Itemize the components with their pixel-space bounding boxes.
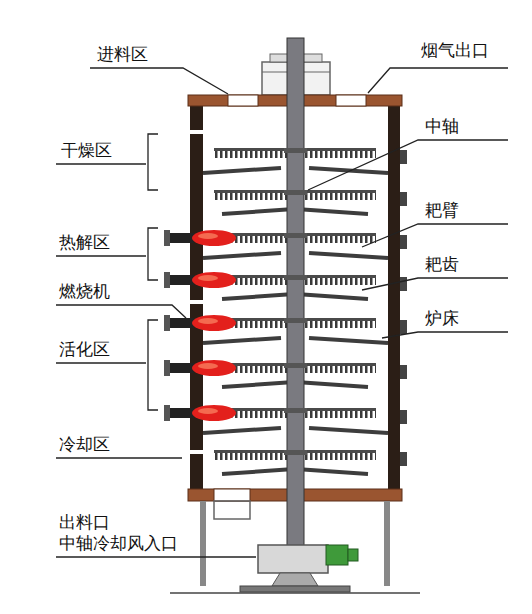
label-holder: 炉床 bbox=[424, 308, 460, 328]
bottom-drive bbox=[170, 545, 420, 593]
label-holder: 燃烧机 bbox=[58, 281, 111, 301]
part-label: 冷却区 bbox=[58, 434, 111, 454]
leader-lines bbox=[56, 68, 508, 557]
part-label: 耙臂 bbox=[424, 200, 460, 220]
part-label: 出料口 bbox=[58, 512, 111, 532]
label-holder: 烟气出口 bbox=[420, 40, 490, 60]
label-holder: 耙臂 bbox=[424, 200, 460, 220]
right-wall bbox=[388, 105, 407, 490]
part-label: 干燥区 bbox=[60, 140, 113, 160]
center-shaft bbox=[284, 38, 307, 583]
label-holder: 中轴 bbox=[424, 116, 460, 136]
label-holder: 干燥区 bbox=[60, 140, 113, 160]
part-label: 中轴冷却风入口 bbox=[58, 533, 179, 553]
part-label: 中轴 bbox=[424, 116, 460, 136]
part-label: 热解区 bbox=[58, 232, 111, 252]
label-holder: 进料区 bbox=[96, 44, 149, 64]
burners bbox=[164, 230, 236, 421]
left-wall bbox=[190, 105, 203, 490]
label-holder: 活化区 bbox=[58, 339, 111, 359]
part-label: 燃烧机 bbox=[58, 281, 111, 301]
label-holder: 耙齿 bbox=[424, 254, 460, 274]
label-holder: 冷却区 bbox=[58, 434, 111, 454]
part-label: 活化区 bbox=[58, 339, 111, 359]
part-label: 炉床 bbox=[424, 308, 460, 328]
label-holder: 热解区 bbox=[58, 232, 111, 252]
part-label: 耙齿 bbox=[424, 254, 460, 274]
label-holder: 出料口 bbox=[58, 512, 111, 532]
part-label: 烟气出口 bbox=[420, 40, 490, 60]
part-label: 进料区 bbox=[96, 44, 149, 64]
label-holder: 中轴冷却风入口 bbox=[58, 533, 179, 553]
